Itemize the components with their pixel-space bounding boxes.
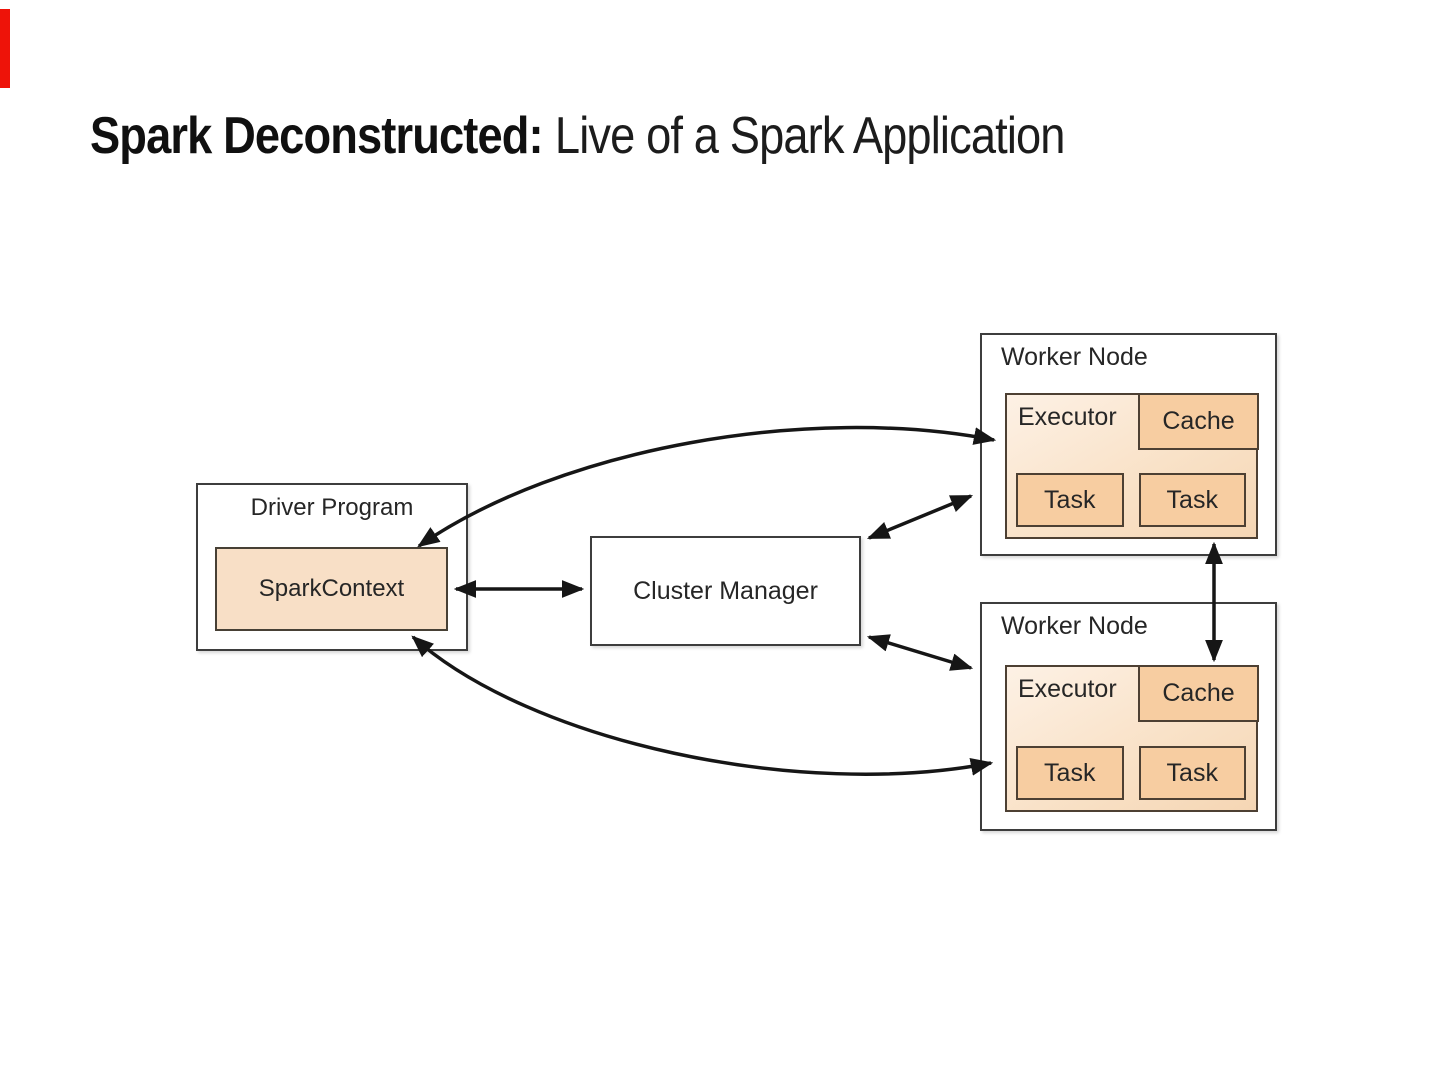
slide-title-regular: Live of a Spark Application	[554, 107, 1066, 165]
slide-title-bold: Spark Deconstructed:	[90, 107, 544, 165]
worker-node-1-label: Worker Node	[1001, 343, 1148, 371]
worker-node-1-tasks: Task Task	[1016, 473, 1246, 527]
driver-program-box: Driver Program SparkContext	[196, 483, 468, 651]
worker-node-2-executor-box: Executor Cache Task Task	[1005, 665, 1259, 812]
worker-node-2-box: Worker Node Executor Cache Task Task	[980, 602, 1277, 831]
driver-program-label: Driver Program	[250, 494, 414, 521]
red-marker-strip	[0, 9, 10, 88]
arrow-clustermanager-worker2	[866, 634, 974, 671]
worker-node-1-task-1: Task	[1016, 473, 1124, 527]
arrow-sparkcontext-worker2	[411, 635, 994, 776]
worker-node-2-label: Worker Node	[1001, 612, 1148, 640]
worker-node-1-box: Worker Node Executor Cache Task Task	[980, 333, 1277, 556]
worker-node-1-executor-box: Executor Cache Task Task	[1005, 393, 1259, 539]
worker-node-2-executor-label: Executor	[1018, 675, 1117, 703]
worker-node-1-cache-box: Cache	[1138, 393, 1259, 450]
worker-node-2-cache-box: Cache	[1138, 665, 1259, 722]
worker-node-2-task-1: Task	[1016, 746, 1124, 800]
arrow-clustermanager-worker1	[866, 494, 974, 540]
cluster-manager-box: Cluster Manager	[590, 536, 861, 646]
spark-context-box: SparkContext	[215, 547, 448, 631]
arrow-sparkcontext-worker1	[417, 425, 997, 548]
worker-node-2-task-2: Task	[1138, 746, 1246, 800]
worker-node-1-executor-label: Executor	[1018, 403, 1117, 431]
slide-title: Spark Deconstructed:Live of a Spark Appl…	[90, 110, 1065, 162]
worker-node-2-tasks: Task Task	[1016, 746, 1246, 800]
worker-node-1-task-2: Task	[1138, 473, 1246, 527]
